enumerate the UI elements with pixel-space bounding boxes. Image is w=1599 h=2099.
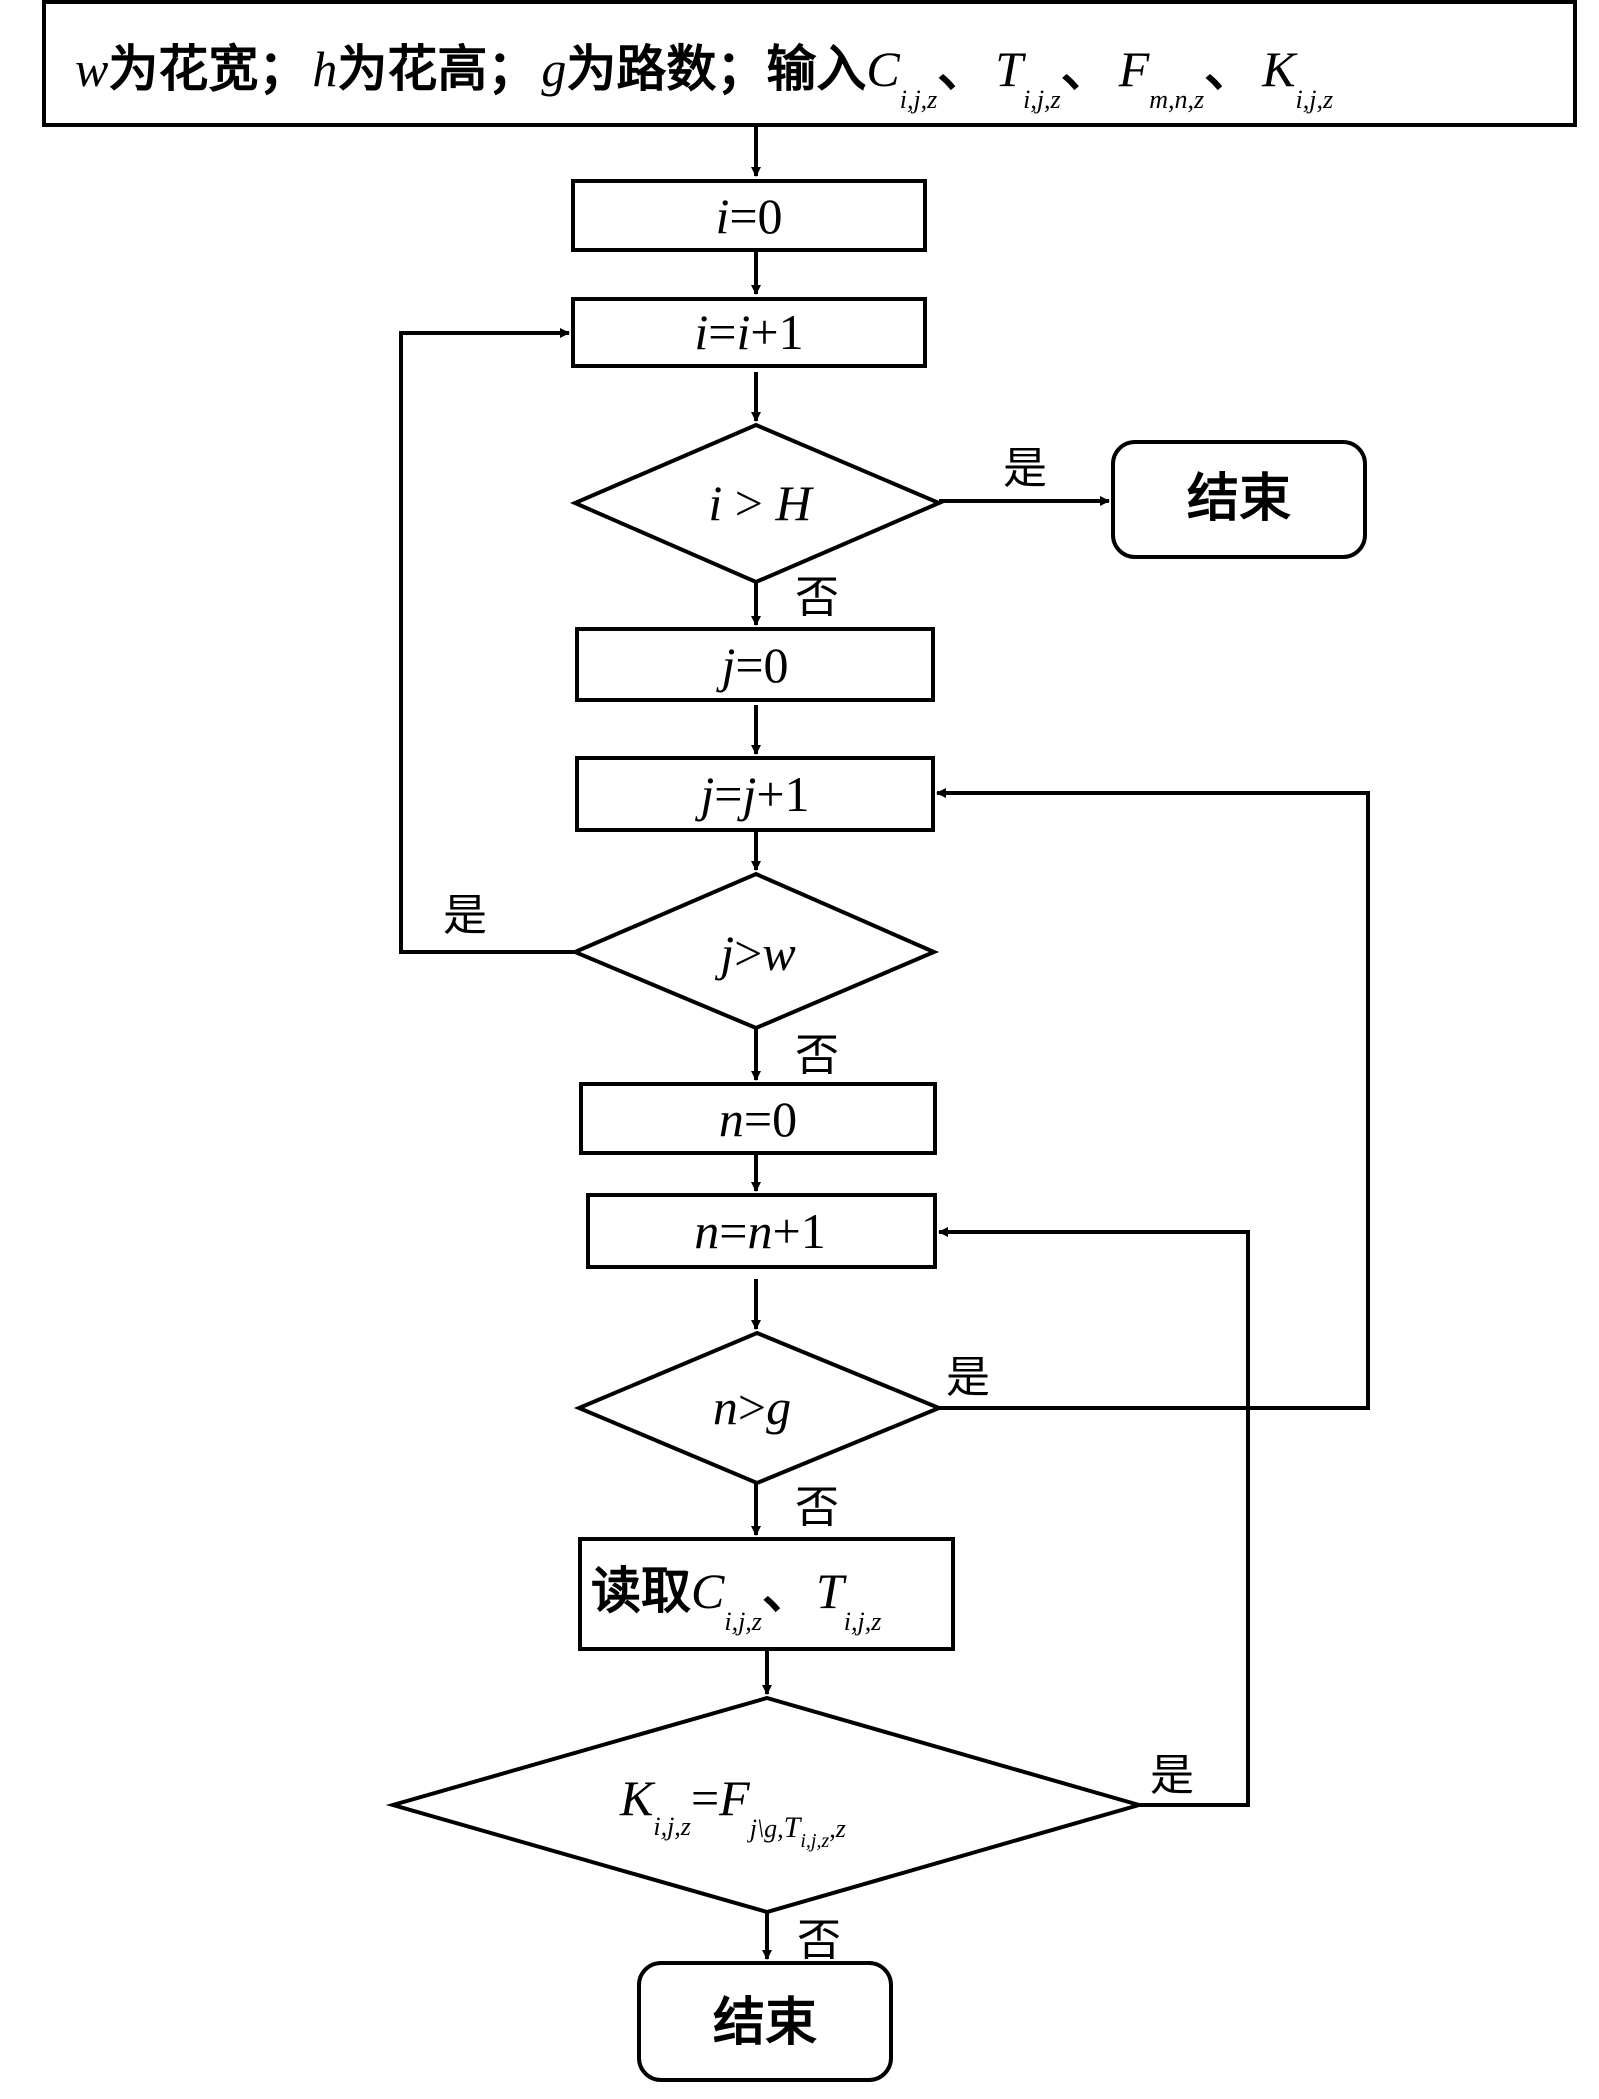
inc-i-var1: i (694, 304, 708, 360)
header-input-label: 输入 (766, 40, 866, 98)
inc-j-eq: = (714, 766, 742, 822)
svg-text:j=j+1: j=j+1 (694, 766, 809, 822)
init-n-rest: =0 (744, 1091, 797, 1147)
cond-k-f-base: F (718, 1770, 750, 1826)
header-var-k: K (1261, 41, 1298, 97)
node-end-bottom: 结束 (637, 1961, 893, 2082)
edge-label-yes-cond-i: 是 (1003, 443, 1047, 494)
inc-n-eq: = (719, 1203, 747, 1259)
read-c-sub: i,j,z (724, 1607, 762, 1636)
inc-j-rest: +1 (756, 766, 809, 822)
node-cond-i: i > H (569, 422, 945, 585)
node-inc-n: n=n+1 (586, 1193, 937, 1269)
header-var-t: T (995, 41, 1026, 97)
read-c-base: C (691, 1563, 725, 1619)
svg-text:i=i+1: i=i+1 (694, 304, 803, 360)
cond-k-f-t-sub: i,j,z (800, 1830, 829, 1852)
edge-label-yes-cond-k: 是 (1150, 1750, 1194, 1801)
header-sep: 、 (1204, 40, 1254, 98)
header-var-f: F (1118, 41, 1150, 97)
input-header-box: w为花宽；h为花高；g为路数；输入Ci,j,z、Ti,j,z、Fm,n,z、Ki… (42, 0, 1577, 127)
inc-n-rest: +1 (773, 1203, 826, 1259)
inc-n-var1: n (694, 1203, 719, 1259)
edge-label-no-cond-n: 否 (795, 1482, 839, 1533)
node-init-n: n=0 (579, 1082, 937, 1155)
inc-n-var2: n (748, 1203, 773, 1259)
node-inc-j: j=j+1 (575, 756, 935, 832)
node-init-j: j=0 (575, 627, 935, 702)
header-w-desc: 为花宽； (108, 40, 308, 98)
inc-i-var2: i (737, 304, 751, 360)
svg-text:w为花宽；h为花高；g为路数；输入Ci,j,z、Ti,j,z: w为花宽；h为花高；g为路数；输入Ci,j,z、Ti,j,z、Fm,n,z、Ki… (75, 40, 1333, 114)
read-t-base: T (816, 1563, 847, 1619)
inc-i-eq: = (708, 304, 736, 360)
end-bottom-label: 结束 (713, 1993, 817, 2053)
edge-label-no-cond-j: 否 (795, 1030, 839, 1081)
cond-k-f-t: T (784, 1811, 803, 1844)
svg-text:n=0: n=0 (719, 1091, 797, 1147)
node-inc-i: i=i+1 (571, 297, 927, 368)
svg-text:j=0: j=0 (715, 637, 788, 693)
header-sep: 、 (1061, 40, 1111, 98)
svg-text:Ki,j,z=Fj\g,Ti,j,z,z: Ki,j,z=Fj\g,Ti,j,z,z (619, 1770, 846, 1852)
header-var-t-sub: i,j,z (1023, 85, 1061, 114)
cond-n-var: n (713, 1379, 738, 1435)
inc-i-rest: +1 (750, 304, 803, 360)
node-cond-k: Ki,j,z=Fj\g,Ti,j,z,z (385, 1695, 1147, 1915)
cond-k-f-sub1: j\g, (747, 1814, 784, 1843)
cond-i-var: i (708, 475, 722, 531)
arrow-cond-k-yes-loop-to-inc-n (938, 1227, 1250, 1807)
arrow-cond-j-yes-loop-to-inc-i (399, 328, 575, 954)
header-g-desc: 为路数； (566, 40, 766, 98)
header-var-c: C (866, 41, 900, 97)
header-w-var: w (75, 41, 108, 97)
node-end-top: 结束 (1111, 440, 1367, 559)
edge-label-no-cond-i: 否 (795, 572, 839, 623)
header-g-var: g (541, 41, 566, 97)
read-t-sub: i,j,z (844, 1607, 882, 1636)
arrow-cond-n-yes-loop-to-inc-j (936, 788, 1370, 1410)
node-cond-n: n>g (573, 1330, 945, 1486)
init-i-var: i (715, 188, 729, 244)
read-sep: 、 (762, 1562, 812, 1620)
header-h-var: h (312, 41, 337, 97)
edge-label-no-cond-k: 否 (797, 1915, 841, 1966)
init-n-var: n (719, 1091, 744, 1147)
header-h-desc: 为花高； (337, 40, 537, 98)
cond-k-k-sub: i,j,z (653, 1812, 691, 1841)
cond-k-k-base: K (619, 1770, 656, 1826)
svg-text:i=0: i=0 (715, 188, 782, 244)
init-i-rest: =0 (729, 188, 782, 244)
header-var-c-sub: i,j,z (900, 85, 938, 114)
cond-i-limit: H (775, 475, 815, 531)
svg-text:n=n+1: n=n+1 (694, 1203, 825, 1259)
svg-text:i > H: i > H (708, 475, 814, 531)
cond-k-eq: = (691, 1770, 719, 1826)
node-read: 读取Ci,j,z、Ti,j,z (578, 1537, 955, 1651)
header-sep: 、 (937, 40, 987, 98)
cond-n-op: > (738, 1379, 766, 1435)
cond-k-f-sub2: ,z (829, 1814, 846, 1843)
end-top-label: 结束 (1187, 469, 1291, 529)
cond-n-limit: g (766, 1379, 791, 1435)
node-cond-j: j>w (569, 871, 940, 1031)
cond-i-op: > (722, 475, 775, 531)
cond-j-limit: w (762, 925, 795, 981)
svg-text:读取Ci,j,z、Ti,j,z: 读取Ci,j,z、Ti,j,z (591, 1562, 881, 1636)
node-init-i: i=0 (571, 179, 927, 252)
header-var-f-sub: m,n,z (1149, 85, 1204, 114)
read-label: 读取 (591, 1562, 691, 1620)
header-var-k-sub: i,j,z (1296, 85, 1334, 114)
edge-label-yes-cond-j: 是 (443, 890, 487, 941)
svg-text:j>w: j>w (714, 925, 795, 981)
cond-j-op: > (734, 925, 762, 981)
edge-label-yes-cond-n: 是 (946, 1352, 990, 1403)
init-j-rest: =0 (735, 637, 788, 693)
svg-text:n>g: n>g (713, 1379, 791, 1435)
